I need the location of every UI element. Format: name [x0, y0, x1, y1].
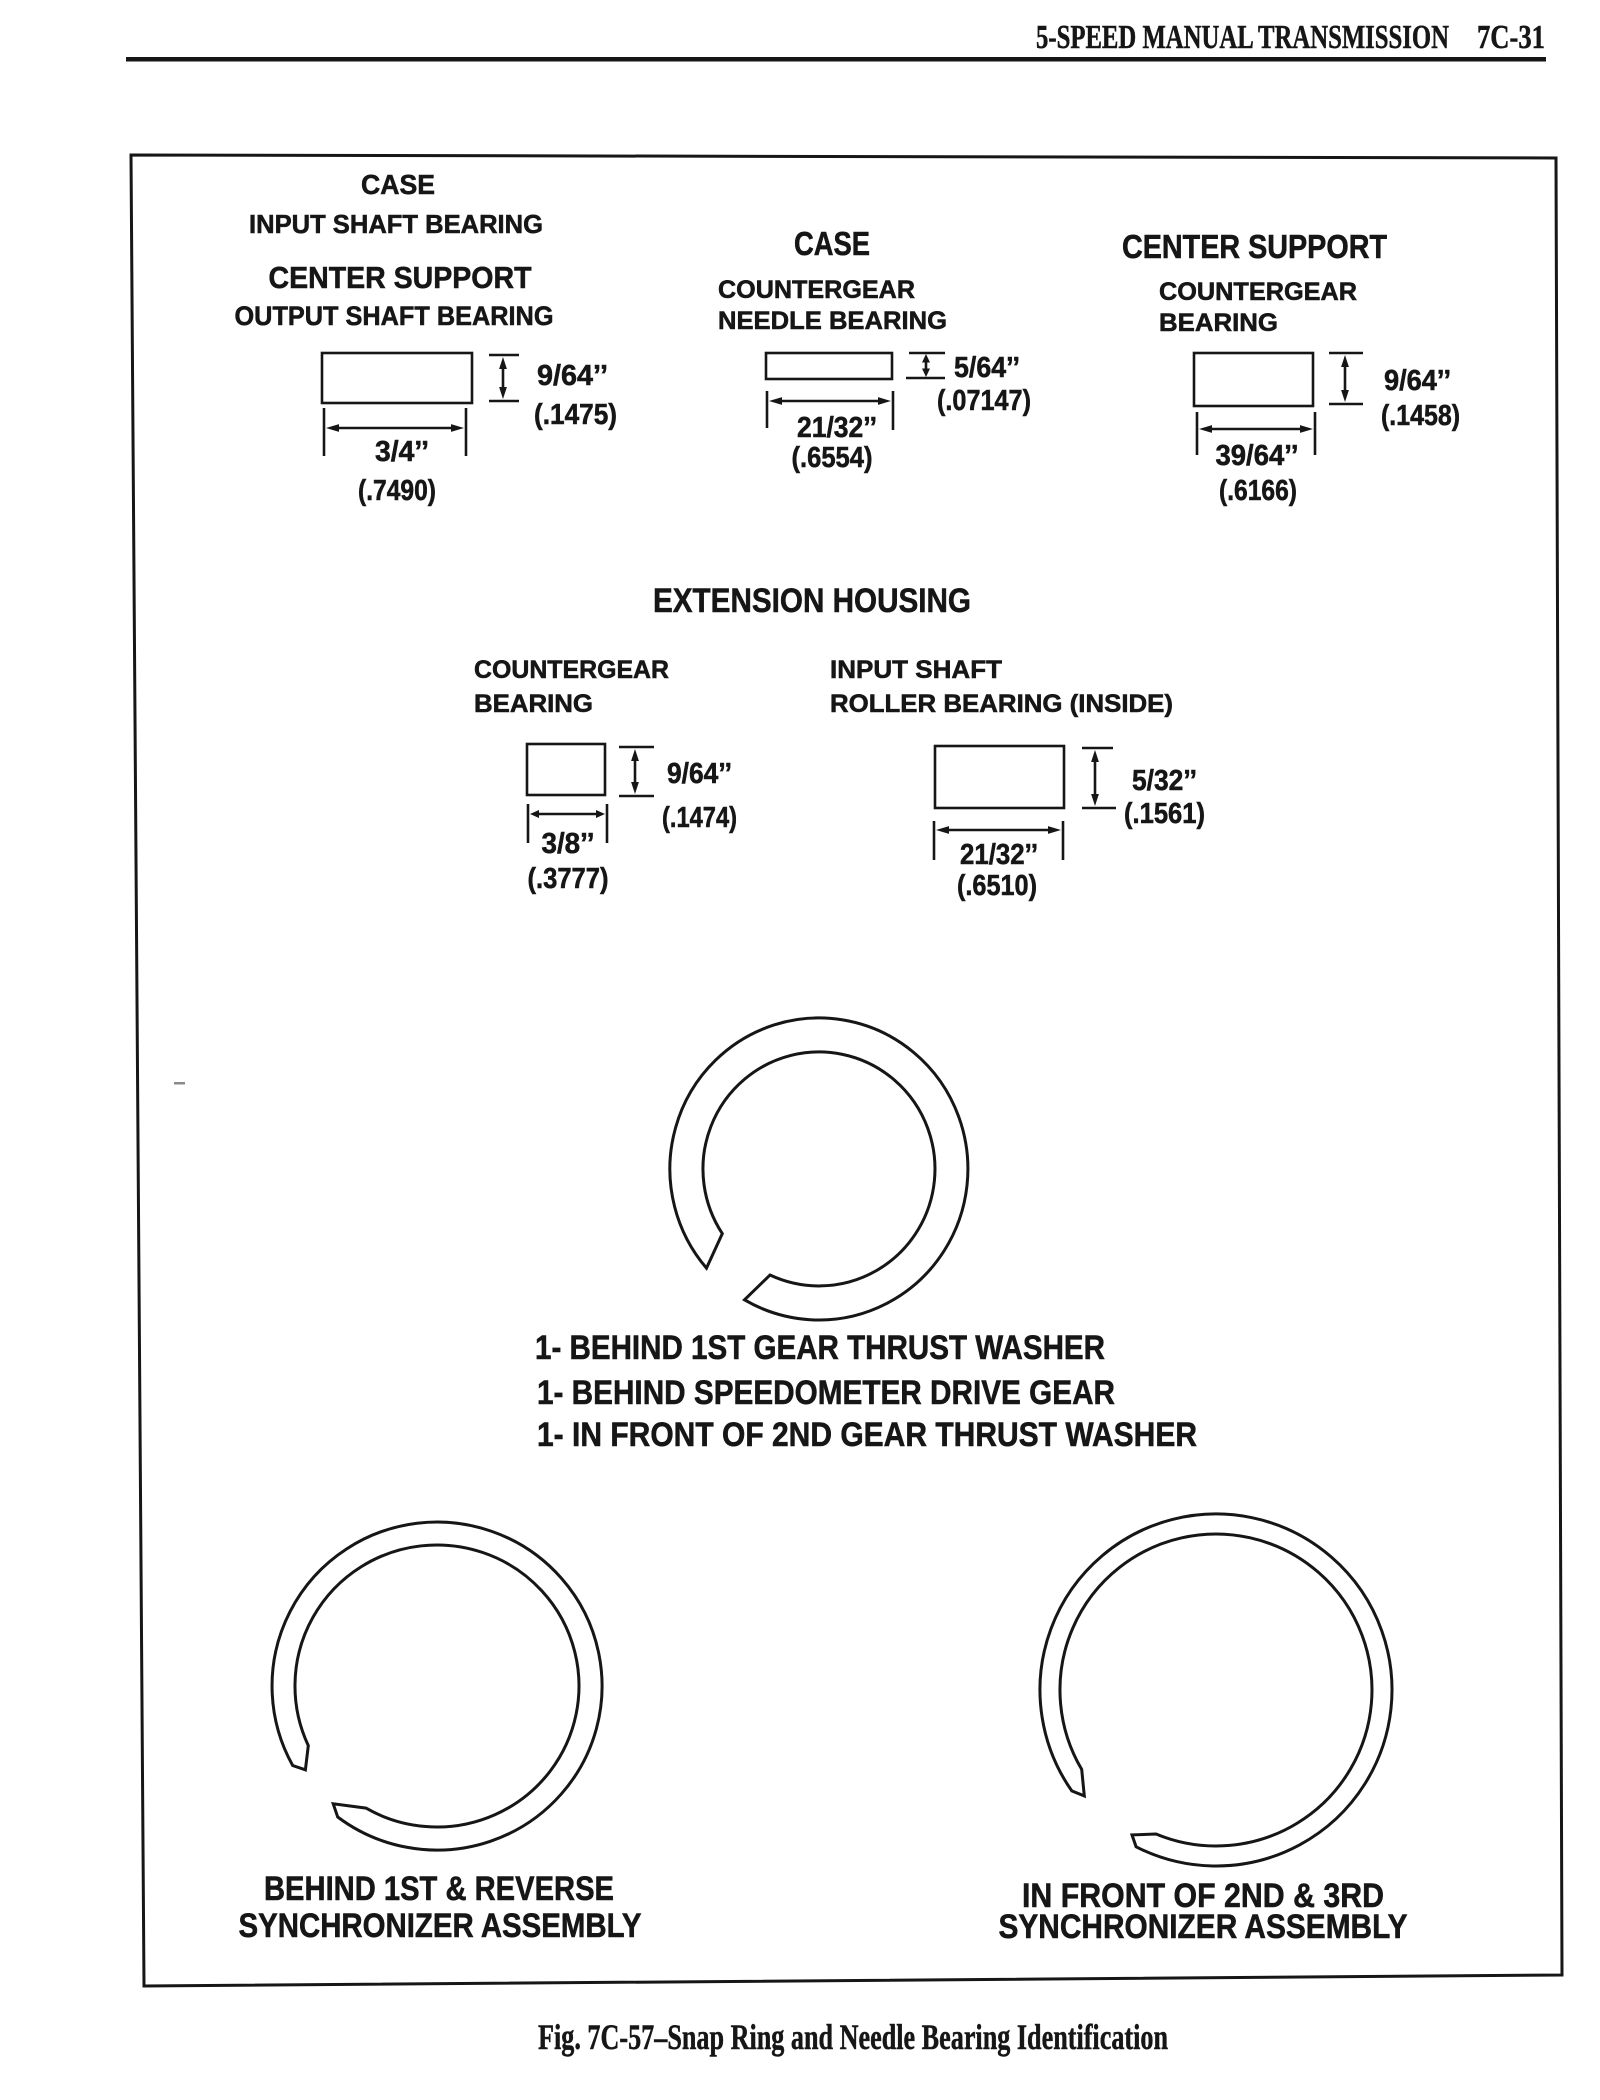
- svg-text:CASE: CASE: [361, 169, 435, 200]
- svg-text:(.1561): (.1561): [1124, 798, 1205, 830]
- svg-text:3/8’’: 3/8’’: [542, 828, 595, 860]
- svg-text:(.6554): (.6554): [792, 442, 873, 474]
- svg-text:IN FRONT OF 2ND & 3RD: IN FRONT OF 2ND & 3RD: [1022, 1877, 1384, 1915]
- svg-text:5-SPEED MANUAL TRANSMISSION: 5-SPEED MANUAL TRANSMISSION: [1036, 19, 1449, 56]
- svg-text:(.3777): (.3777): [528, 863, 609, 895]
- svg-text:COUNTERGEAR: COUNTERGEAR: [1159, 278, 1357, 306]
- svg-text:CENTER SUPPORT: CENTER SUPPORT: [1122, 228, 1387, 265]
- svg-text:(.6166): (.6166): [1219, 475, 1297, 507]
- svg-text:ROLLER BEARING (INSIDE): ROLLER BEARING (INSIDE): [830, 690, 1173, 718]
- svg-text:7C-31: 7C-31: [1477, 19, 1545, 56]
- svg-text:Fig. 7C-57–Snap Ring and Needl: Fig. 7C-57–Snap Ring and Needle Bearing …: [538, 2017, 1168, 2057]
- svg-text:SYNCHRONIZER ASSEMBLY: SYNCHRONIZER ASSEMBLY: [999, 1908, 1408, 1946]
- svg-text:BEHIND 1ST & REVERSE: BEHIND 1ST & REVERSE: [264, 1870, 614, 1908]
- svg-text:CASE: CASE: [794, 225, 870, 262]
- svg-text:BEARING: BEARING: [474, 690, 593, 718]
- svg-text:21/32’’: 21/32’’: [797, 412, 877, 444]
- svg-text:BEARING: BEARING: [1159, 309, 1278, 337]
- svg-text:1- IN FRONT OF 2ND GEAR THRUST: 1- IN FRONT OF 2ND GEAR THRUST WASHER: [537, 1416, 1197, 1454]
- svg-text:1- BEHIND SPEEDOMETER DRIVE GE: 1- BEHIND SPEEDOMETER DRIVE GEAR: [537, 1374, 1115, 1412]
- svg-text:9/64’’: 9/64’’: [537, 360, 608, 392]
- svg-text:(.7490): (.7490): [358, 475, 436, 507]
- svg-text:5/32’’: 5/32’’: [1132, 765, 1197, 797]
- svg-text:INPUT SHAFT BEARING: INPUT SHAFT BEARING: [249, 209, 543, 239]
- svg-text:(.07147): (.07147): [937, 385, 1031, 417]
- svg-text:5/64’’: 5/64’’: [954, 352, 1020, 384]
- svg-text:EXTENSION HOUSING: EXTENSION HOUSING: [653, 582, 971, 620]
- svg-text:9/64’’: 9/64’’: [1384, 365, 1451, 397]
- svg-text:COUNTERGEAR: COUNTERGEAR: [718, 276, 915, 304]
- svg-text:1- BEHIND 1ST GEAR THRUST WASH: 1- BEHIND 1ST GEAR THRUST WASHER: [535, 1329, 1105, 1367]
- svg-text:9/64’’: 9/64’’: [667, 758, 732, 790]
- svg-text:COUNTERGEAR: COUNTERGEAR: [474, 656, 669, 684]
- svg-text:(.1458): (.1458): [1381, 400, 1460, 432]
- svg-text:(.1475): (.1475): [534, 399, 617, 431]
- svg-text:(.1474): (.1474): [662, 802, 737, 834]
- svg-text:(.6510): (.6510): [957, 870, 1037, 902]
- svg-text:OUTPUT SHAFT BEARING: OUTPUT SHAFT BEARING: [235, 301, 554, 331]
- svg-text:21/32’’: 21/32’’: [960, 839, 1038, 871]
- svg-text:CENTER SUPPORT: CENTER SUPPORT: [269, 260, 532, 295]
- svg-text:NEEDLE BEARING: NEEDLE BEARING: [718, 307, 947, 335]
- svg-text:3/4’’: 3/4’’: [375, 436, 429, 468]
- svg-text:39/64’’: 39/64’’: [1216, 440, 1299, 472]
- svg-text:SYNCHRONIZER ASSEMBLY: SYNCHRONIZER ASSEMBLY: [239, 1907, 642, 1945]
- svg-text:INPUT SHAFT: INPUT SHAFT: [830, 656, 1002, 684]
